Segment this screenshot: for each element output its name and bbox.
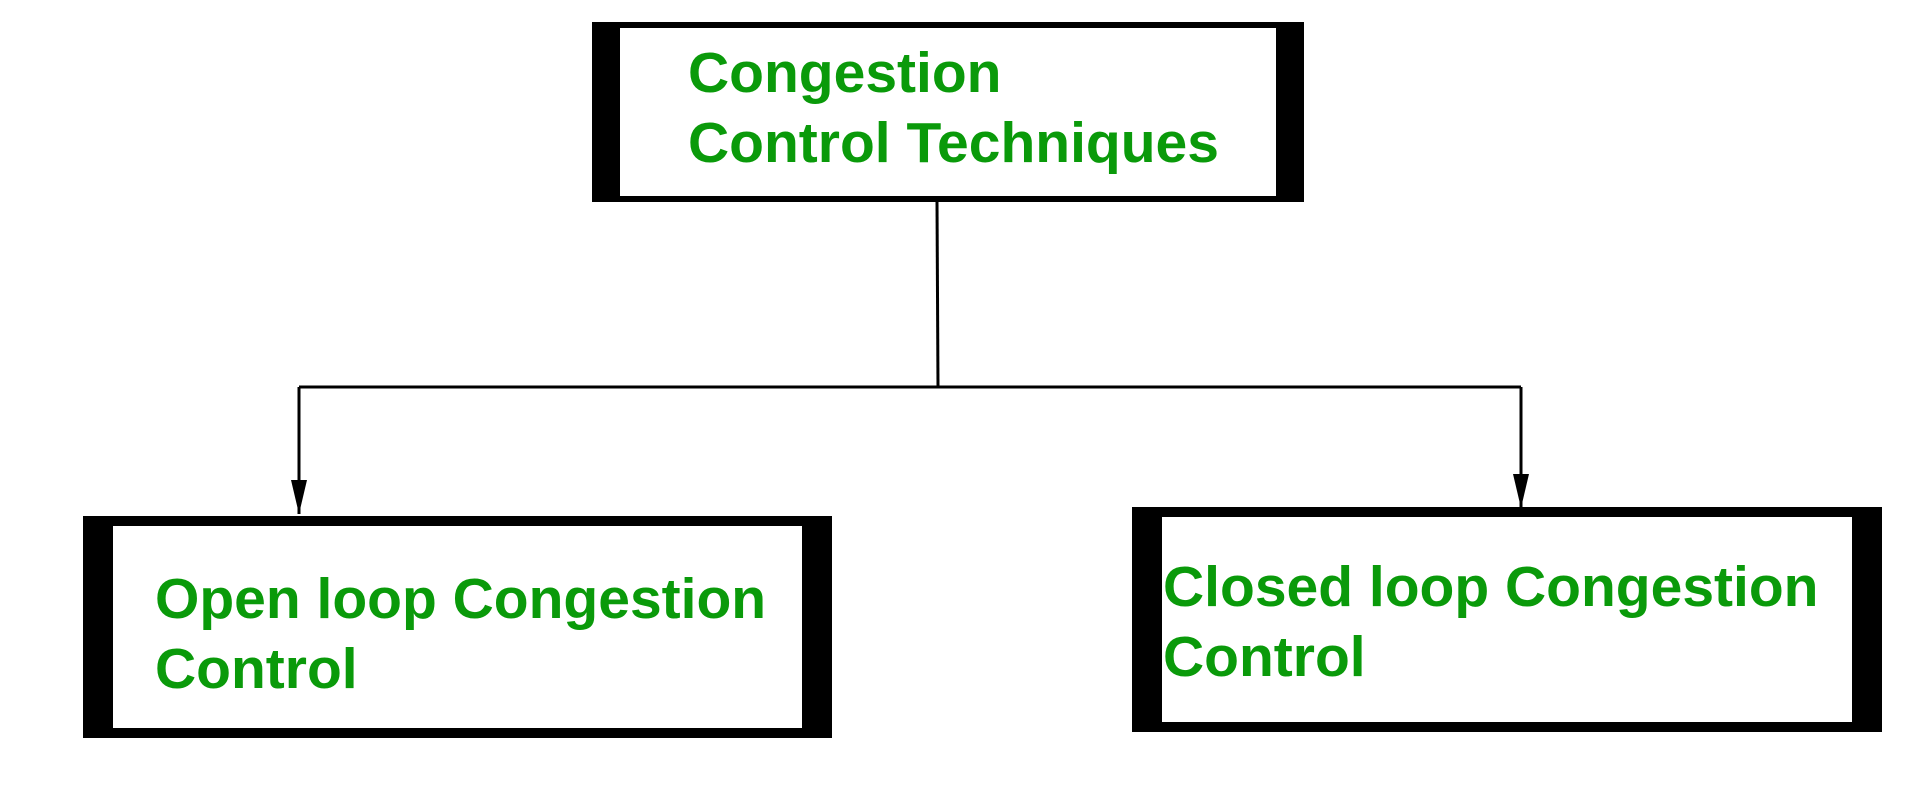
closed-loop-line-1: Closed loop Congestion bbox=[1163, 555, 1819, 619]
arrowhead-closed-loop bbox=[1513, 474, 1529, 508]
closed-loop-line-2: Control bbox=[1163, 625, 1366, 689]
arrowhead-open-loop bbox=[291, 480, 307, 514]
trunk-line bbox=[935, 201, 940, 388]
open-loop-line-2: Control bbox=[155, 637, 358, 701]
open-loop-node-box: Open loop Congestion Control bbox=[83, 516, 832, 738]
root-node-line-2: Control Techniques bbox=[688, 111, 1219, 175]
root-node-label: Congestion Control Techniques bbox=[688, 38, 1219, 178]
closed-loop-node-box: Closed loop Congestion Control bbox=[1132, 507, 1882, 732]
open-loop-node-label: Open loop Congestion Control bbox=[155, 564, 766, 704]
closed-loop-node-label: Closed loop Congestion Control bbox=[1163, 552, 1818, 692]
root-node-box: Congestion Control Techniques bbox=[592, 22, 1304, 202]
root-node-line-1: Congestion bbox=[688, 41, 1002, 105]
open-loop-line-1: Open loop Congestion bbox=[155, 567, 767, 631]
